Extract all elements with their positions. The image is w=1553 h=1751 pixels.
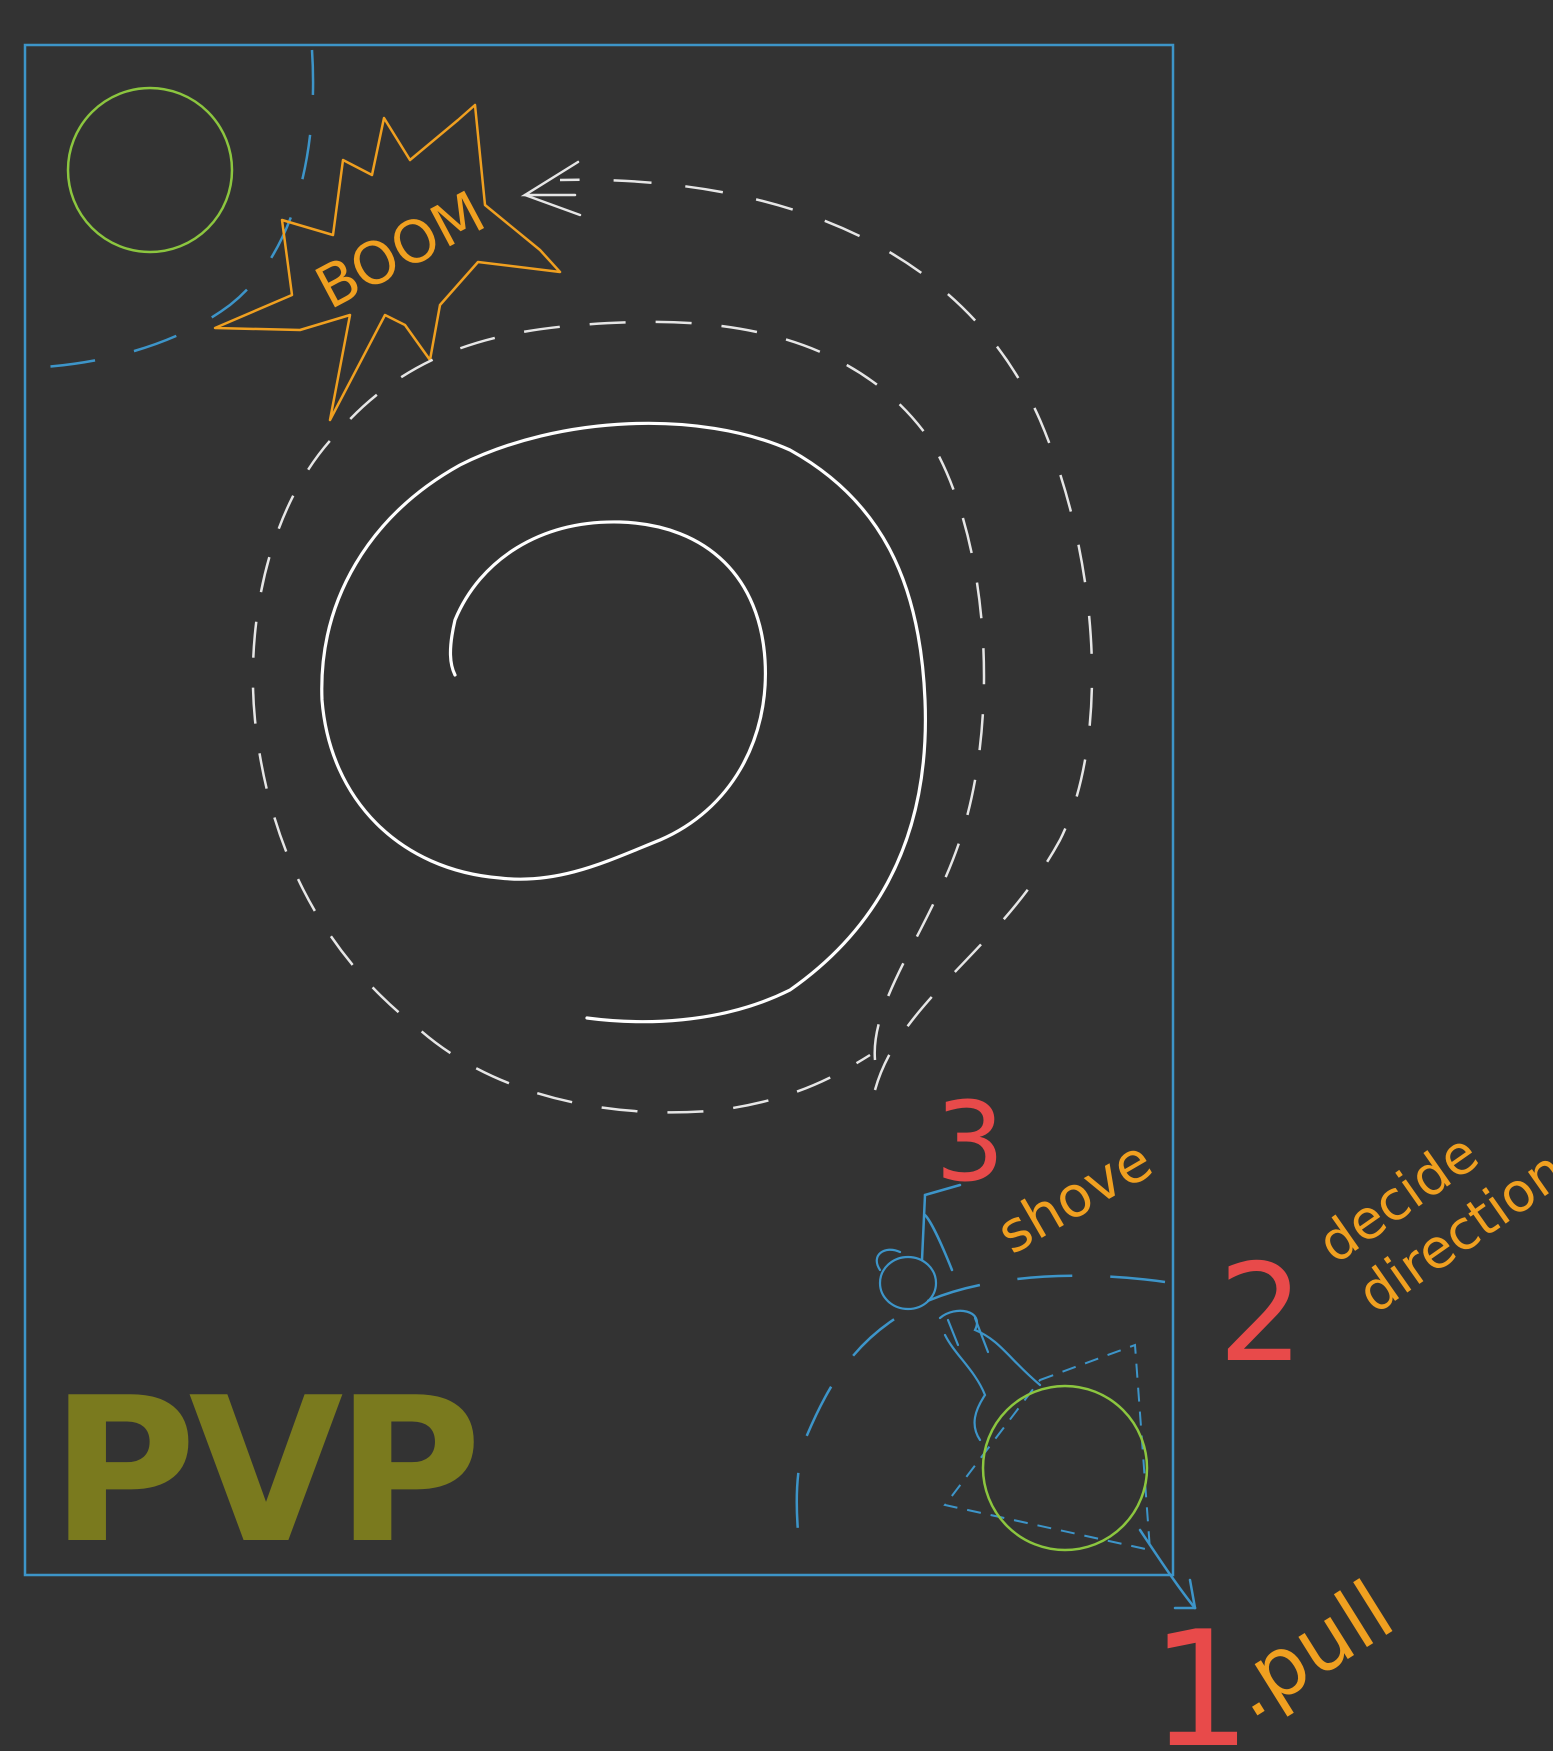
vortex-outer-dashed-ring [251,320,986,1114]
step1-number: 1 [1150,1596,1252,1751]
explosion-icon: BOOM [213,103,562,422]
vortex-spiral [320,421,928,1024]
step3-number: 3 [935,1078,1005,1206]
hand-icon [875,1248,1042,1442]
step2-number: 2 [1218,1235,1304,1392]
shove-arrow [920,1183,962,1272]
pvp-title: PVP [50,1355,474,1588]
opponent-player-circle [66,86,234,254]
top-left-range-arc [29,49,315,370]
pull-arrow [1138,1528,1197,1610]
trajectory-arrow [520,160,1094,1091]
bottom-right-range-arc [795,1274,1166,1561]
boom-label: BOOM [305,178,496,323]
step3-label: shove [987,1128,1164,1268]
arena-border [23,43,1175,1577]
self-player-circle [981,1384,1149,1552]
